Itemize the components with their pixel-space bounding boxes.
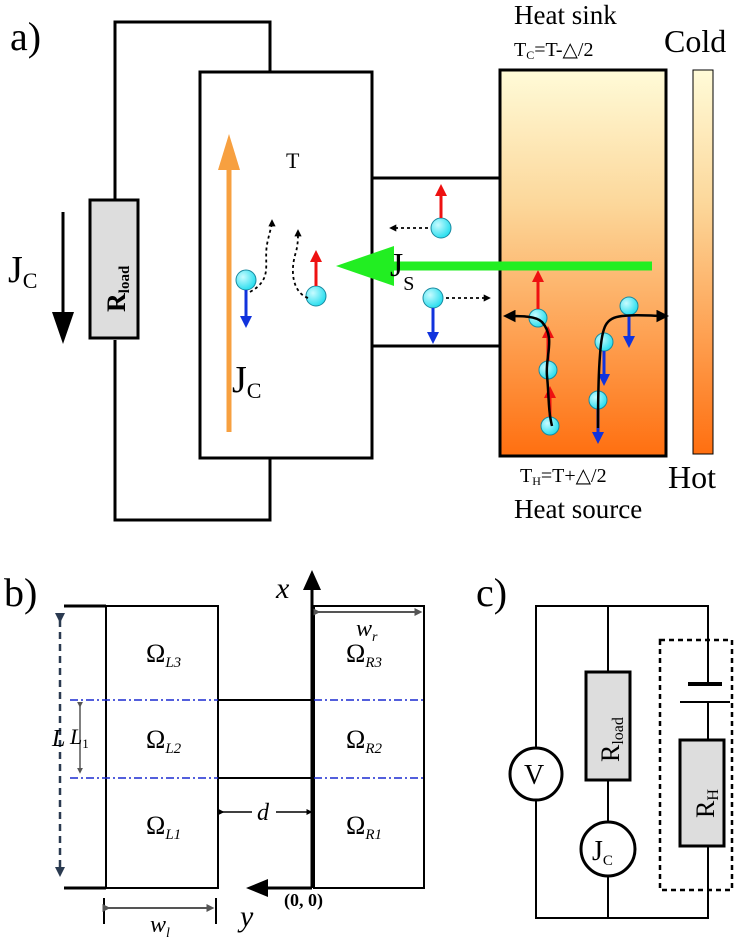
panel-c-label: c): [476, 570, 507, 615]
tc-label: TC=T-△/2: [514, 39, 594, 62]
load-resistor-c-label: Rload: [596, 717, 627, 762]
dimension-d-gap: [252, 798, 276, 826]
load-resistor: [88, 198, 140, 340]
electron: [305, 285, 327, 307]
region-label-r3: ΩR3: [346, 639, 382, 671]
heat-sink-title: Heat sink: [514, 0, 617, 30]
ammeter: [579, 820, 637, 878]
dimension-wl-label: wl: [150, 912, 170, 938]
electron: [430, 217, 452, 239]
region-label-l1: ΩL1: [146, 811, 181, 843]
origin-label: (0, 0): [284, 890, 323, 911]
electron: [619, 296, 639, 316]
right-block: [313, 605, 425, 889]
dimension-wr-label: wr: [356, 616, 378, 645]
hot-label: Hot: [668, 459, 716, 495]
region-label-l2: ΩL2: [146, 725, 182, 757]
charge-current-arrowhead-inner: [218, 134, 240, 170]
spin-source-box: [658, 638, 734, 892]
diffusion-path-right: [596, 309, 669, 429]
jc-label-left: JC: [8, 249, 37, 293]
circuit-wire-bottom: [113, 340, 272, 522]
voltmeter: [508, 746, 564, 802]
region-label-r2: ΩR2: [346, 725, 382, 757]
js-label: JS: [390, 247, 414, 295]
internal-resistor-label: RH: [691, 789, 722, 818]
scatter-path: [292, 229, 309, 299]
circuit-wire-top-right: [536, 605, 709, 640]
dimension-d-label: d: [257, 800, 270, 826]
panel-b-label: b): [4, 570, 37, 615]
dimension-L-label: L: [51, 726, 65, 752]
circuit-wire-top: [113, 20, 272, 200]
charge-current-arrowhead-left: [52, 312, 74, 344]
jc-label-inner: JC: [232, 359, 261, 403]
y-axis-label: y: [237, 900, 254, 933]
panel-b: b) ΩL3 ΩL2 ΩL1 ΩR3 ΩR2 ΩR1 L L1 d: [4, 570, 425, 938]
panel-c: c) V Rload JC RH: [476, 570, 734, 919]
voltmeter-label: V: [524, 760, 544, 791]
temperature-scale-bar: [692, 69, 714, 455]
spin-current-arrowhead: [336, 246, 394, 286]
heat-source-title: Heat source: [514, 494, 642, 524]
panel-a-label: a): [10, 14, 41, 59]
load-resistor-label: Rload: [102, 265, 133, 312]
diffusion-path-left: [503, 309, 554, 427]
electron: [235, 269, 257, 291]
cold-label: Cold: [664, 23, 726, 59]
y-axis-arrowhead: [246, 879, 268, 897]
x-axis-label: x: [275, 572, 290, 605]
dimension-L1-label: L1: [69, 724, 89, 751]
th-label: TH=T+△/2: [520, 465, 607, 488]
temperature-label: T: [286, 148, 300, 173]
load-resistor-c: [584, 670, 632, 782]
electron: [422, 287, 444, 309]
x-axis-arrowhead: [303, 570, 321, 590]
left-block: [105, 605, 219, 889]
electron: [594, 332, 614, 352]
internal-resistor: [678, 738, 726, 848]
scatter-path: [249, 219, 276, 293]
panel-a: a) Rload JC T JC: [8, 0, 726, 524]
region-label-r1: ΩR1: [346, 811, 382, 843]
region-label-l3: ΩL3: [146, 639, 181, 671]
ammeter-label: JC: [592, 836, 613, 869]
